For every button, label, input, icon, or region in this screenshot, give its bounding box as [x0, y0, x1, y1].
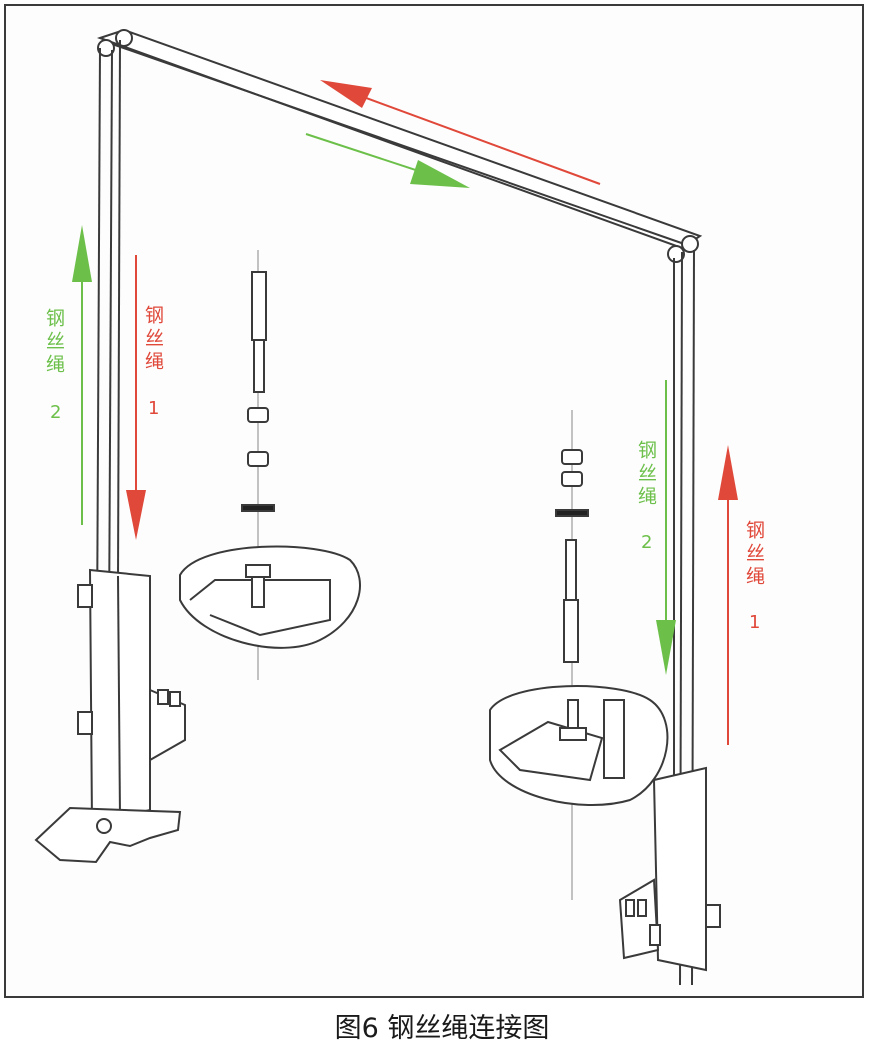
- rope-connection-diagram: [34, 28, 738, 986]
- arrow-green-overhead: [305, 133, 470, 188]
- figure-caption: 图6 钢丝绳连接图: [334, 1013, 550, 1044]
- left-green-rope-label: 钢丝绳: [43, 308, 65, 377]
- left-green-rope-number: 2: [50, 402, 62, 423]
- left-red-rope-number: 1: [148, 398, 160, 419]
- right-detail-bubble: [489, 685, 669, 807]
- arrow-red-left-down: [126, 255, 146, 540]
- right-green-rope-number: 2: [641, 532, 653, 553]
- arrow-red-overhead: [320, 80, 601, 185]
- right-bolt-assembly: [555, 410, 589, 900]
- right-red-rope-number: 1: [749, 612, 761, 633]
- right-carriage: [618, 766, 721, 972]
- left-red-rope-label: 钢丝绳: [142, 305, 164, 374]
- arrow-red-right-up: [718, 445, 738, 745]
- overhead-beam: [96, 28, 703, 250]
- left-detail-bubble: [179, 545, 361, 649]
- right-red-rope-label: 钢丝绳: [743, 520, 765, 589]
- arrow-green-right-down: [656, 380, 676, 675]
- arrow-green-left-up: [72, 225, 92, 525]
- right-green-rope-label: 钢丝绳: [635, 440, 657, 509]
- left-carriage: [77, 568, 186, 826]
- left-base-plate: [34, 806, 182, 864]
